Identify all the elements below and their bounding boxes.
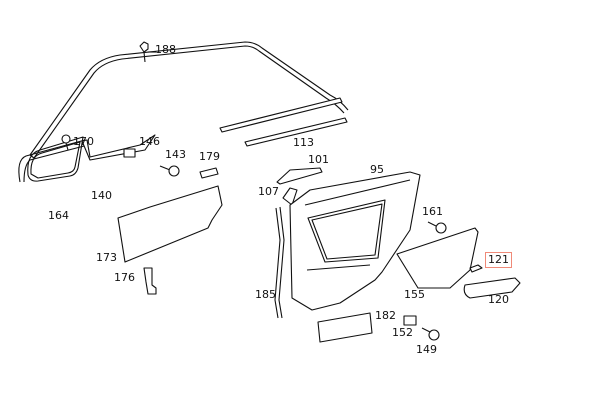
label-107: 107 (258, 185, 279, 198)
label-185: 185 (255, 288, 276, 301)
part-113-belt-molding (219, 97, 348, 147)
label-121-highlighted[interactable]: 121 (485, 252, 512, 268)
label-143: 143 (165, 148, 186, 161)
label-149: 149 (416, 343, 437, 356)
label-152: 152 (392, 326, 413, 339)
part-176-clip (143, 267, 157, 295)
label-95: 95 (370, 163, 384, 176)
label-173: 173 (96, 251, 117, 264)
label-179: 179 (199, 150, 220, 163)
part-107 (282, 187, 298, 206)
part-121-clip (469, 264, 483, 273)
part-179-clip (199, 167, 219, 179)
label-176: 176 (114, 271, 135, 284)
label-146: 146 (139, 135, 160, 148)
part-146-clip (123, 148, 136, 158)
part-95-rear-side-panel (289, 171, 421, 311)
part-182-strip (317, 312, 373, 343)
part-161-screw (427, 221, 447, 234)
label-182: 182 (375, 309, 396, 322)
part-152-clip (403, 315, 417, 326)
label-161: 161 (422, 205, 443, 218)
label-188: 188 (155, 43, 176, 56)
label-170: 170 (73, 135, 94, 148)
part-185-seal (274, 206, 285, 319)
part-155-trim-panel (396, 227, 479, 289)
label-164: 164 (48, 209, 69, 222)
part-149-screw (421, 327, 440, 341)
label-140: 140 (91, 189, 112, 202)
part-164-vent-frame (18, 134, 89, 183)
label-120: 120 (488, 293, 509, 306)
part-140-bracket (81, 134, 156, 161)
part-143-screw (159, 165, 180, 177)
part-173-panel (117, 185, 223, 263)
part-101 (276, 167, 323, 185)
part-120-armrest (463, 277, 521, 299)
label-113: 113 (293, 136, 314, 149)
label-155: 155 (404, 288, 425, 301)
label-101: 101 (308, 153, 329, 166)
